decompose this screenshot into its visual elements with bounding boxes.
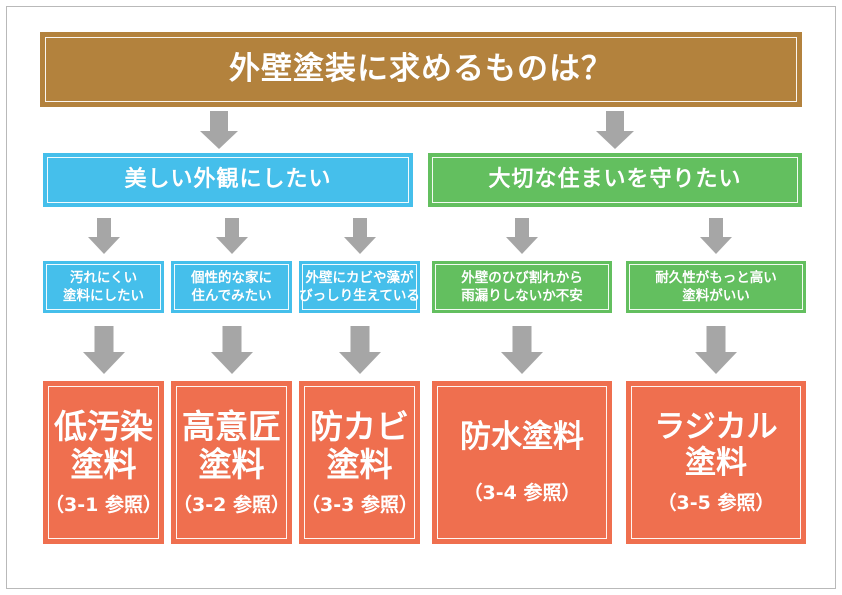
arrow-head xyxy=(83,352,125,374)
arrow-protect-to-crack xyxy=(506,218,538,254)
arrow-head xyxy=(501,352,543,374)
arrow-head xyxy=(88,237,120,254)
product-reference: （3-4 参照） xyxy=(463,481,581,504)
arrow-head xyxy=(506,237,538,254)
arrow-beauty-to-design xyxy=(216,218,248,254)
arrow-title-to-protect xyxy=(596,111,634,149)
category-box-protect[interactable]: 大切な住まいを守りたい xyxy=(428,153,802,207)
arrow-protect-to-durable xyxy=(700,218,732,254)
need-box-mold[interactable]: 外壁にカビや藻が びっしり生えている xyxy=(299,261,420,313)
arrow-dirt-to-low-stain xyxy=(83,326,125,374)
arrow-head xyxy=(339,352,381,374)
arrow-head xyxy=(216,237,248,254)
chart-title-box: 外壁塗装に求めるものは？ xyxy=(40,32,802,107)
arrow-stem xyxy=(515,218,529,237)
need-label: 個性的な家に 住んでみたい xyxy=(191,269,272,304)
product-reference: （3-2 参照） xyxy=(173,494,290,517)
need-label: 外壁のひび割れから 雨漏りしないか不安 xyxy=(461,269,583,304)
product-reference: （3-1 参照） xyxy=(45,494,162,517)
arrow-stem xyxy=(222,326,242,352)
product-name: 防カビ 塗料 xyxy=(310,406,409,484)
page-title: 外壁塗装に求めるものは？ xyxy=(229,50,613,87)
arrow-stem xyxy=(350,326,370,352)
arrow-stem xyxy=(225,218,239,237)
need-box-dirt[interactable]: 汚れにくい 塗料にしたい xyxy=(43,261,164,313)
product-box-antimold[interactable]: 防カビ 塗料 （3-3 参照） xyxy=(299,381,420,544)
product-box-waterproof[interactable]: 防水塗料 （3-4 参照） xyxy=(432,381,612,544)
need-box-durable[interactable]: 耐久性がもっと高い 塗料がいい xyxy=(626,261,806,313)
arrow-stem xyxy=(606,111,624,131)
arrow-stem xyxy=(94,326,114,352)
category-box-beauty[interactable]: 美しい外観にしたい xyxy=(43,153,413,207)
need-box-design[interactable]: 個性的な家に 住んでみたい xyxy=(171,261,292,313)
category-label: 美しい外観にしたい xyxy=(124,167,332,193)
need-label: 外壁にカビや藻が びっしり生えている xyxy=(299,269,420,304)
arrow-design-to-high-design xyxy=(211,326,253,374)
arrow-head xyxy=(200,131,238,149)
arrow-stem xyxy=(706,326,726,352)
arrow-stem xyxy=(97,218,111,237)
arrow-head xyxy=(211,352,253,374)
arrow-head xyxy=(596,131,634,149)
arrow-crack-to-waterproof xyxy=(501,326,543,374)
product-reference: （3-5 参照） xyxy=(657,491,775,514)
arrow-stem xyxy=(512,326,532,352)
arrow-stem xyxy=(210,111,228,131)
category-label: 大切な住まいを守りたい xyxy=(488,167,742,193)
arrow-beauty-to-dirt xyxy=(88,218,120,254)
product-name: 防水塗料 xyxy=(460,419,584,456)
need-box-crack[interactable]: 外壁のひび割れから 雨漏りしないか不安 xyxy=(432,261,612,313)
need-label: 汚れにくい 塗料にしたい xyxy=(63,269,144,304)
arrow-head xyxy=(700,237,732,254)
arrow-title-to-beauty xyxy=(200,111,238,149)
product-box-high-design[interactable]: 高意匠 塗料 （3-2 参照） xyxy=(171,381,292,544)
arrow-head xyxy=(344,237,376,254)
arrow-beauty-to-mold xyxy=(344,218,376,254)
product-box-low-stain[interactable]: 低汚染 塗料 （3-1 参照） xyxy=(43,381,164,544)
product-name: 低汚染 塗料 xyxy=(54,406,153,484)
arrow-mold-to-antimold xyxy=(339,326,381,374)
product-box-radical[interactable]: ラジカル 塗料 （3-5 参照） xyxy=(626,381,806,544)
arrow-durable-to-radical xyxy=(695,326,737,374)
product-reference: （3-3 参照） xyxy=(301,494,418,517)
arrow-stem xyxy=(353,218,367,237)
arrow-stem xyxy=(709,218,723,237)
need-label: 耐久性がもっと高い 塗料がいい xyxy=(655,269,777,304)
product-inner-border xyxy=(437,386,607,539)
product-name: ラジカル 塗料 xyxy=(654,409,778,481)
product-name: 高意匠 塗料 xyxy=(182,406,281,484)
arrow-head xyxy=(695,352,737,374)
